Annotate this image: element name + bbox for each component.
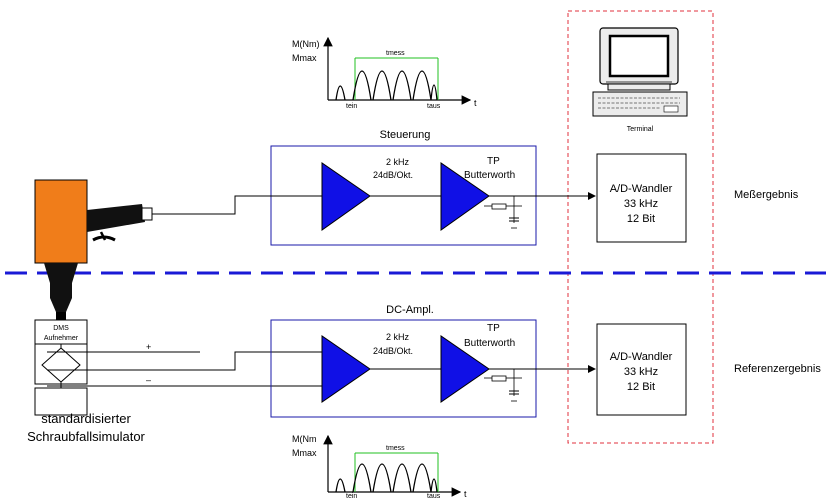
bottom-plot-t-meas: tmess: [386, 445, 405, 452]
bottom-processing-chain: DC-Ampl. 2 kHz 24dB/Okt. TP Butterworth …: [270, 304, 821, 418]
simulator-label-line1: standardisierter: [41, 411, 131, 426]
monitor-screen: [608, 34, 670, 78]
bottom-plot-ymax-label: Mmax: [292, 448, 317, 458]
top-adc-block: [596, 153, 687, 243]
top-plot-t-off: taus: [427, 103, 441, 110]
bottom-plot-t-on: tein: [346, 493, 357, 498]
bottom-plot-xlabel: t: [464, 489, 467, 498]
dms-sensor: DMS Aufnehmer standardisierter Schraubfa…: [27, 319, 146, 444]
bridge-minus-label: –: [146, 375, 151, 385]
screwdriver-tool-icon: [34, 179, 153, 320]
bottom-plot-ylabel: M(Nm: [292, 434, 317, 444]
bottom-adc-line1: A/D-Wandler: [610, 351, 673, 363]
tool-to-amplifier-wire: [152, 195, 322, 215]
bottom-chain-title: DC-Ampl.: [386, 304, 434, 316]
dms-label-line2: Aufnehmer: [44, 335, 79, 342]
bridge-to-amplifier-plus-wire: [47, 351, 322, 371]
bottom-resistor-icon: [491, 375, 507, 382]
screw-simulator-box: [34, 387, 88, 416]
bottom-tp-label: TP: [487, 323, 500, 334]
bottom-plot-t-off: taus: [427, 493, 441, 498]
terminal-computer-icon: Terminal: [592, 27, 688, 133]
tool-handle: [87, 204, 145, 232]
dms-sensor-box: [34, 319, 88, 345]
simulator-label-line2: Schraubfallsimulator: [27, 429, 145, 444]
tool-body: [34, 179, 88, 264]
bottom-result-label: Referenzergebnis: [734, 363, 821, 375]
top-plot-t-meas: tmess: [386, 50, 405, 57]
dms-label-line1: DMS: [53, 325, 69, 332]
tool-trigger: [92, 235, 116, 242]
monitor-base: [607, 83, 671, 91]
top-filter-slope: 24dB/Okt.: [373, 170, 413, 180]
bottom-adc-block: [596, 323, 687, 416]
top-chain-title: Steuerung: [380, 129, 431, 141]
top-plot-torque-pulses: [335, 70, 438, 101]
top-plot-ymax-label: Mmax: [292, 53, 317, 63]
bottom-filter-slope: 24dB/Okt.: [373, 346, 413, 356]
top-adc-line2: 33 kHz: [624, 198, 658, 210]
acquisition-enclosure: [567, 10, 714, 444]
bottom-filter-freq: 2 kHz: [386, 332, 410, 342]
top-processing-chain: Steuerung 2 kHz 24dB/Okt. TP Butterworth…: [270, 129, 799, 246]
top-plot-ylabel: M(Nm): [292, 39, 320, 49]
terminal-label: Terminal: [627, 126, 654, 133]
bottom-filter-type: Butterworth: [464, 338, 515, 349]
top-result-label: Meßergebnis: [734, 189, 799, 201]
top-adc-line1: A/D-Wandler: [610, 183, 673, 195]
bottom-adc-line3: 12 Bit: [627, 381, 655, 393]
top-signal-plot: M(Nm) Mmax t tein taus tmess: [292, 36, 477, 110]
keyboard: [592, 91, 688, 117]
top-filter-freq: 2 kHz: [386, 157, 410, 167]
tool-cable-connector: [141, 207, 153, 221]
top-adc-line3: 12 Bit: [627, 213, 655, 225]
bottom-signal-plot: M(Nm Mmax t tein taus tmess: [292, 434, 467, 498]
top-tp-label: TP: [487, 156, 500, 167]
top-amplifier-icon: [321, 162, 371, 231]
top-resistor-icon: [491, 203, 507, 210]
top-plot-t-on: tein: [346, 103, 357, 110]
top-plot-xlabel: t: [474, 98, 477, 108]
bottom-plot-torque-pulses: [335, 463, 438, 493]
tool-neck: [44, 263, 78, 283]
bottom-amplifier-icon: [321, 335, 371, 403]
top-filter-type: Butterworth: [464, 170, 515, 181]
bridge-plus-label: +: [146, 342, 151, 352]
tool-bit-holder: [50, 298, 72, 312]
bottom-adc-line2: 33 kHz: [624, 366, 658, 378]
